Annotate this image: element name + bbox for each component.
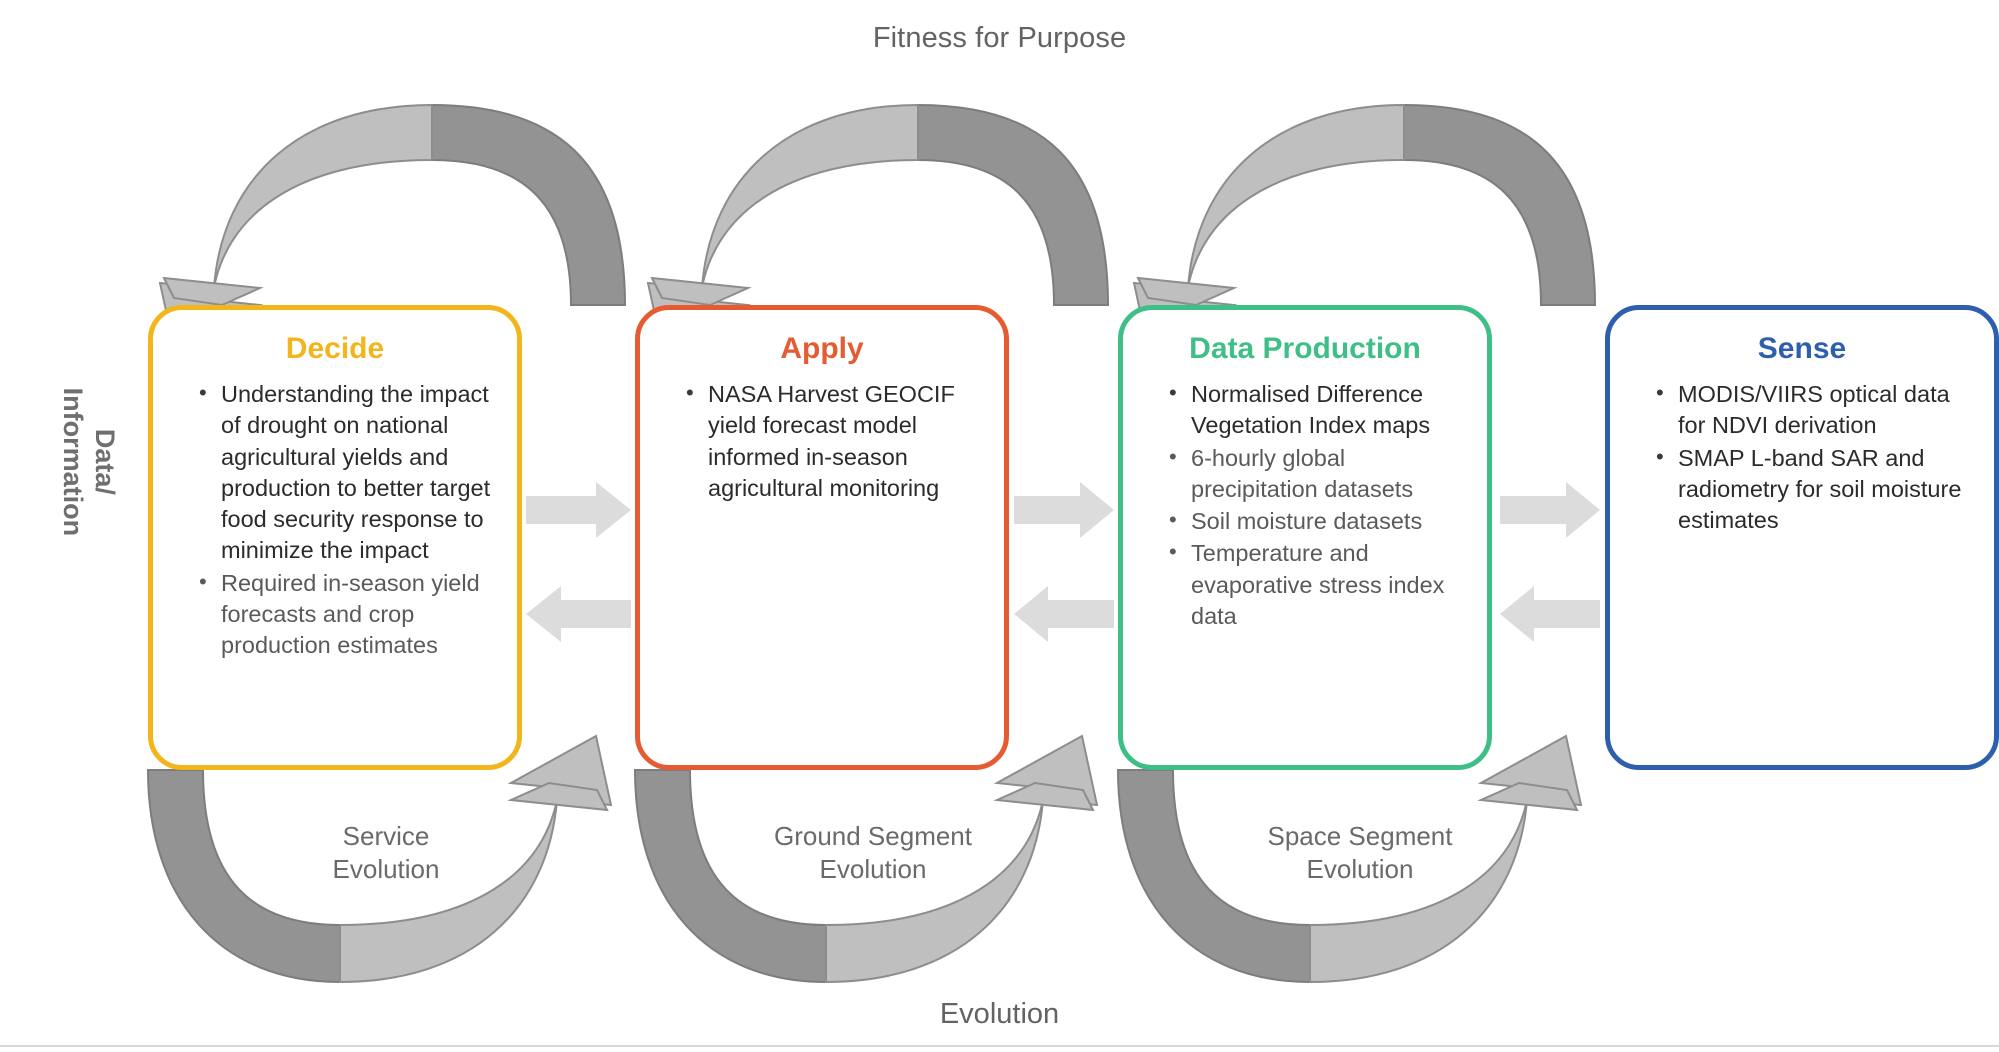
stage-box-data-production[interactable]: Data Production Normalised Difference Ve… <box>1118 305 1492 770</box>
stage-title-apply: Apply <box>780 332 864 365</box>
list-item: 6-hourly global precipitation datasets <box>1169 442 1471 506</box>
flow-arrow-left-dataproduction-apply <box>1014 586 1114 642</box>
stage-bullet-list-sense: MODIS/VIIRS optical data for NDVI deriva… <box>1610 378 1994 537</box>
evolution-label-line1: Service <box>342 821 430 851</box>
list-item: Soil moisture datasets <box>1169 505 1471 537</box>
list-item: Understanding the impact of drought on n… <box>199 378 501 567</box>
flow-arrow-right-decide-apply <box>526 482 631 538</box>
flow-arrow-right-dataproduction-sense <box>1500 482 1600 538</box>
axis-label-line1: Data/ <box>89 428 120 495</box>
list-item: Normalised Difference Vegetation Index m… <box>1169 378 1471 442</box>
list-item: MODIS/VIIRS optical data for NDVI deriva… <box>1656 378 1978 442</box>
axis-label-line2: Information <box>58 387 88 537</box>
evolution-label-line2: Evolution <box>332 854 440 885</box>
bottom-arc-decide-to-apply <box>146 734 613 984</box>
flow-arrow-left-sense-dataproduction <box>1500 586 1600 642</box>
stage-title-data-production: Data Production <box>1189 332 1421 365</box>
flow-arrow-right-apply-dataproduction <box>1014 482 1114 538</box>
stage-bullet-list-decide: Understanding the impact of drought on n… <box>153 378 517 662</box>
stage-box-apply[interactable]: Apply NASA Harvest GEOCIF yield forecast… <box>635 305 1009 770</box>
stage-box-sense[interactable]: Sense MODIS/VIIRS optical data for NDVI … <box>1605 305 1999 770</box>
stage-box-decide[interactable]: Decide Understanding the impact of droug… <box>148 305 522 770</box>
bottom-caption: Evolution <box>939 998 1060 1030</box>
evolution-label-line1: Ground Segment <box>773 821 972 851</box>
stage-bullet-list-apply: NASA Harvest GEOCIF yield forecast model… <box>640 378 1004 504</box>
list-item: Required in-season yield forecasts and c… <box>199 567 501 662</box>
list-item: NASA Harvest GEOCIF yield forecast model… <box>686 378 988 504</box>
stage-title-sense: Sense <box>1757 332 1847 365</box>
evolution-label-line2: Evolution <box>819 854 927 885</box>
footer-divider <box>0 1045 1999 1047</box>
bottom-arc-apply-to-dataproduction <box>633 734 1099 984</box>
flow-arrow-left-apply-decide <box>526 586 631 642</box>
evolution-label-line2: Evolution <box>1306 854 1414 885</box>
stage-title-decide: Decide <box>285 332 385 365</box>
stage-bullet-list-data-production: Normalised Difference Vegetation Index m… <box>1123 378 1487 632</box>
list-item: Temperature and evaporative stress index… <box>1169 537 1471 632</box>
evolution-label-service: Service Evolution <box>236 820 536 887</box>
list-item: SMAP L-band SAR and radiometry for soil … <box>1656 442 1978 537</box>
evolution-label-ground-segment: Ground Segment Evolution <box>723 820 1023 887</box>
bottom-arc-dataproduction-to-sense <box>1116 734 1583 984</box>
top-caption: Fitness for Purpose <box>872 22 1127 54</box>
evolution-label-space-segment: Space Segment Evolution <box>1210 820 1510 887</box>
axis-label-data-information: Data/ Information <box>56 352 120 572</box>
evolution-label-line1: Space Segment <box>1267 821 1453 851</box>
